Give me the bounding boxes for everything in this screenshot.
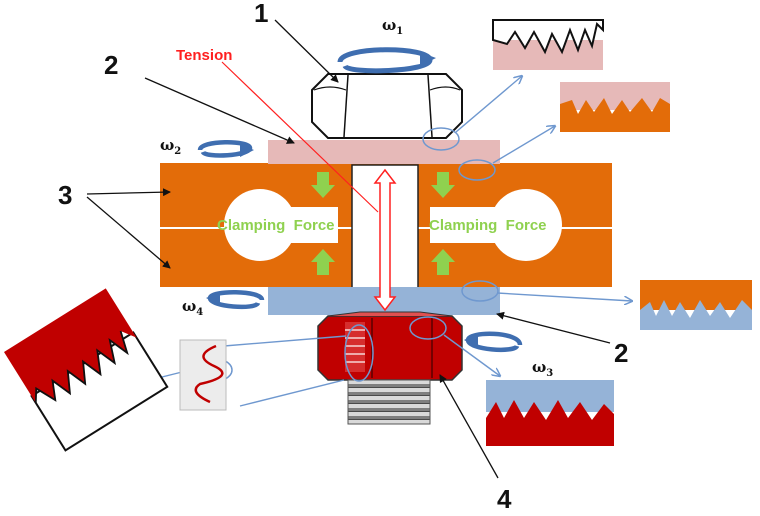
thread-photo-inset xyxy=(179,339,227,411)
label-2-top: 2 xyxy=(104,50,118,80)
leader-4 xyxy=(439,374,499,479)
leader-3-lower xyxy=(86,196,171,269)
svg-text:ω4: ω4 xyxy=(182,297,203,318)
zoom-head-washer xyxy=(492,19,604,70)
label-4: 4 xyxy=(497,484,512,514)
bolt-head xyxy=(311,73,463,139)
omega-1-label: ω1 xyxy=(382,16,403,37)
label-1: 1 xyxy=(254,0,268,28)
svg-text:ω1: ω1 xyxy=(382,16,403,37)
omega-2-label: ω2 xyxy=(160,136,181,157)
leader-3-upper xyxy=(86,188,171,197)
nut xyxy=(317,311,463,381)
rotation-arrow-1 xyxy=(337,47,436,74)
rotation-arrow-3 xyxy=(464,331,523,353)
leader-2-top xyxy=(144,77,295,144)
label-3: 3 xyxy=(58,180,72,210)
zoom-leader-lines xyxy=(138,76,632,407)
clamping-force-arrows xyxy=(311,172,455,275)
svg-text:ω3: ω3 xyxy=(532,358,553,379)
leader-1 xyxy=(274,19,339,83)
left-hole-channel xyxy=(260,207,338,243)
tension-arrow xyxy=(373,168,397,312)
zoom-washer-nut xyxy=(486,380,614,446)
omega-4-label: ω4 xyxy=(182,297,203,318)
leader-2-bottom xyxy=(496,311,611,344)
zoom-nut-thread xyxy=(4,288,169,452)
clamping-force-label-left: Clamping Force xyxy=(217,217,335,234)
svg-text:ω2: ω2 xyxy=(160,136,181,157)
label-2-bottom: 2 xyxy=(614,338,628,368)
zoom-washer-plate xyxy=(560,82,670,132)
omega-3-label: ω3 xyxy=(532,358,553,379)
top-washer xyxy=(268,140,500,164)
bolt-threaded-end xyxy=(347,379,431,425)
tension-leader-line xyxy=(221,61,379,213)
rotation-arrow-2 xyxy=(197,140,254,158)
tension-label: Tension xyxy=(176,47,232,64)
clamping-force-label-right: Clamping Force xyxy=(429,217,547,234)
zoom-plate-washer xyxy=(640,280,752,330)
right-hole-channel xyxy=(430,207,526,243)
rotation-arrow-4 xyxy=(206,290,265,310)
